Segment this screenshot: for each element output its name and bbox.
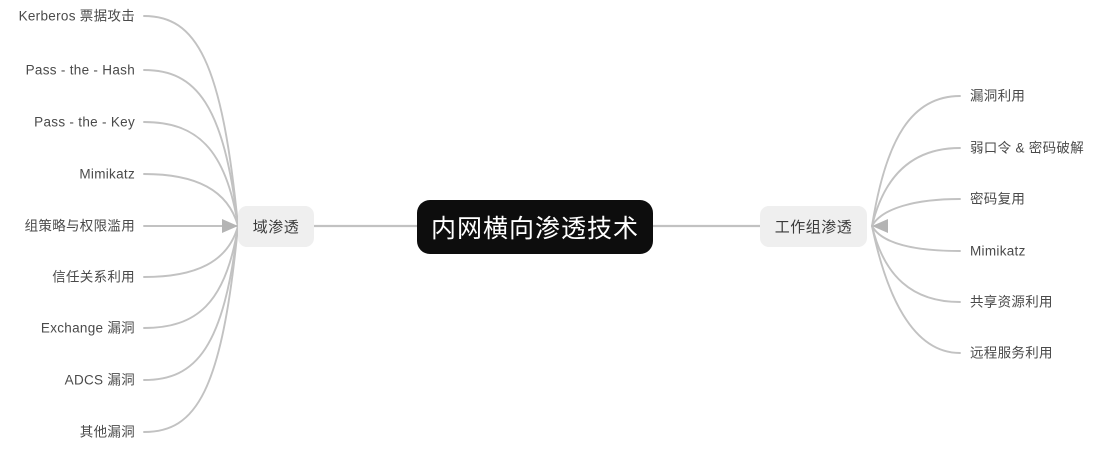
leaf-domain-3[interactable]: Pass - the - Key — [34, 115, 135, 129]
leaf-label: Kerberos 票据攻击 — [18, 8, 135, 24]
leaf-label: Mimikatz — [79, 166, 135, 182]
center-node[interactable]: 内网横向渗透技术 — [417, 200, 653, 254]
leaf-label: Pass - the - Hash — [25, 62, 135, 78]
leaf-label: 弱口令 & 密码破解 — [970, 140, 1085, 156]
connector-domain-leaf-8 — [143, 225, 239, 381]
leaf-label: Pass - the - Key — [34, 114, 135, 130]
leaf-workgroup-2[interactable]: 弱口令 & 密码破解 — [970, 141, 1084, 155]
connector-workgroup-leaf-3 — [871, 198, 961, 227]
leaf-label: ADCS 漏洞 — [64, 372, 135, 388]
leaf-domain-1[interactable]: Kerberos 票据攻击 — [19, 9, 135, 23]
leaf-domain-5[interactable]: 组策略与权限滥用 — [25, 219, 135, 233]
arrowhead-workgroup — [872, 219, 888, 233]
leaf-label: 信任关系利用 — [52, 269, 135, 285]
leaf-label: Exchange 漏洞 — [40, 320, 135, 336]
branch-node-workgroup-label: 工作组渗透 — [774, 219, 853, 236]
leaf-label: 漏洞利用 — [970, 88, 1026, 104]
leaf-workgroup-4[interactable]: Mimikatz — [970, 244, 1026, 258]
connector-domain-leaf-3 — [143, 121, 239, 227]
leaf-domain-7[interactable]: Exchange 漏洞 — [41, 321, 135, 335]
leaf-label: Mimikatz — [970, 243, 1026, 259]
leaf-workgroup-3[interactable]: 密码复用 — [970, 192, 1025, 206]
arrowhead-domain — [222, 219, 238, 233]
leaf-label: 组策略与权限滥用 — [24, 218, 135, 234]
leaf-label: 共享资源利用 — [970, 294, 1053, 310]
leaf-label: 其他漏洞 — [79, 424, 135, 440]
center-node-label: 内网横向渗透技术 — [430, 215, 639, 243]
leaf-domain-2[interactable]: Pass - the - Hash — [26, 63, 135, 77]
leaf-workgroup-5[interactable]: 共享资源利用 — [970, 295, 1053, 309]
connector-workgroup-leaf-6 — [871, 225, 961, 354]
connector-domain-leaf-1 — [143, 15, 239, 227]
leaf-label: 远程服务利用 — [970, 345, 1053, 361]
connector-workgroup-leaf-5 — [871, 225, 961, 303]
leaf-domain-9[interactable]: 其他漏洞 — [80, 425, 135, 439]
connector-domain-leaf-2 — [143, 69, 239, 227]
connector-workgroup-leaf-2 — [871, 147, 961, 227]
connector-workgroup-leaf-1 — [871, 95, 961, 227]
connector-domain-leaf-6 — [143, 225, 239, 278]
branch-node-domain[interactable]: 域渗透 — [238, 206, 314, 247]
connector-workgroup-leaf-4 — [871, 225, 961, 252]
connector-domain-leaf-7 — [143, 225, 239, 329]
connector-domain-leaf-4 — [143, 173, 239, 227]
leaf-domain-6[interactable]: 信任关系利用 — [52, 270, 135, 284]
leaf-workgroup-1[interactable]: 漏洞利用 — [970, 89, 1025, 103]
leaf-domain-4[interactable]: Mimikatz — [79, 167, 135, 181]
leaf-label: 密码复用 — [970, 191, 1026, 207]
branch-node-domain-label: 域渗透 — [252, 219, 300, 236]
connector-domain-leaf-9 — [143, 225, 239, 433]
leaf-domain-8[interactable]: ADCS 漏洞 — [65, 373, 135, 387]
branch-node-workgroup[interactable]: 工作组渗透 — [760, 206, 867, 247]
leaf-workgroup-6[interactable]: 远程服务利用 — [970, 346, 1053, 360]
